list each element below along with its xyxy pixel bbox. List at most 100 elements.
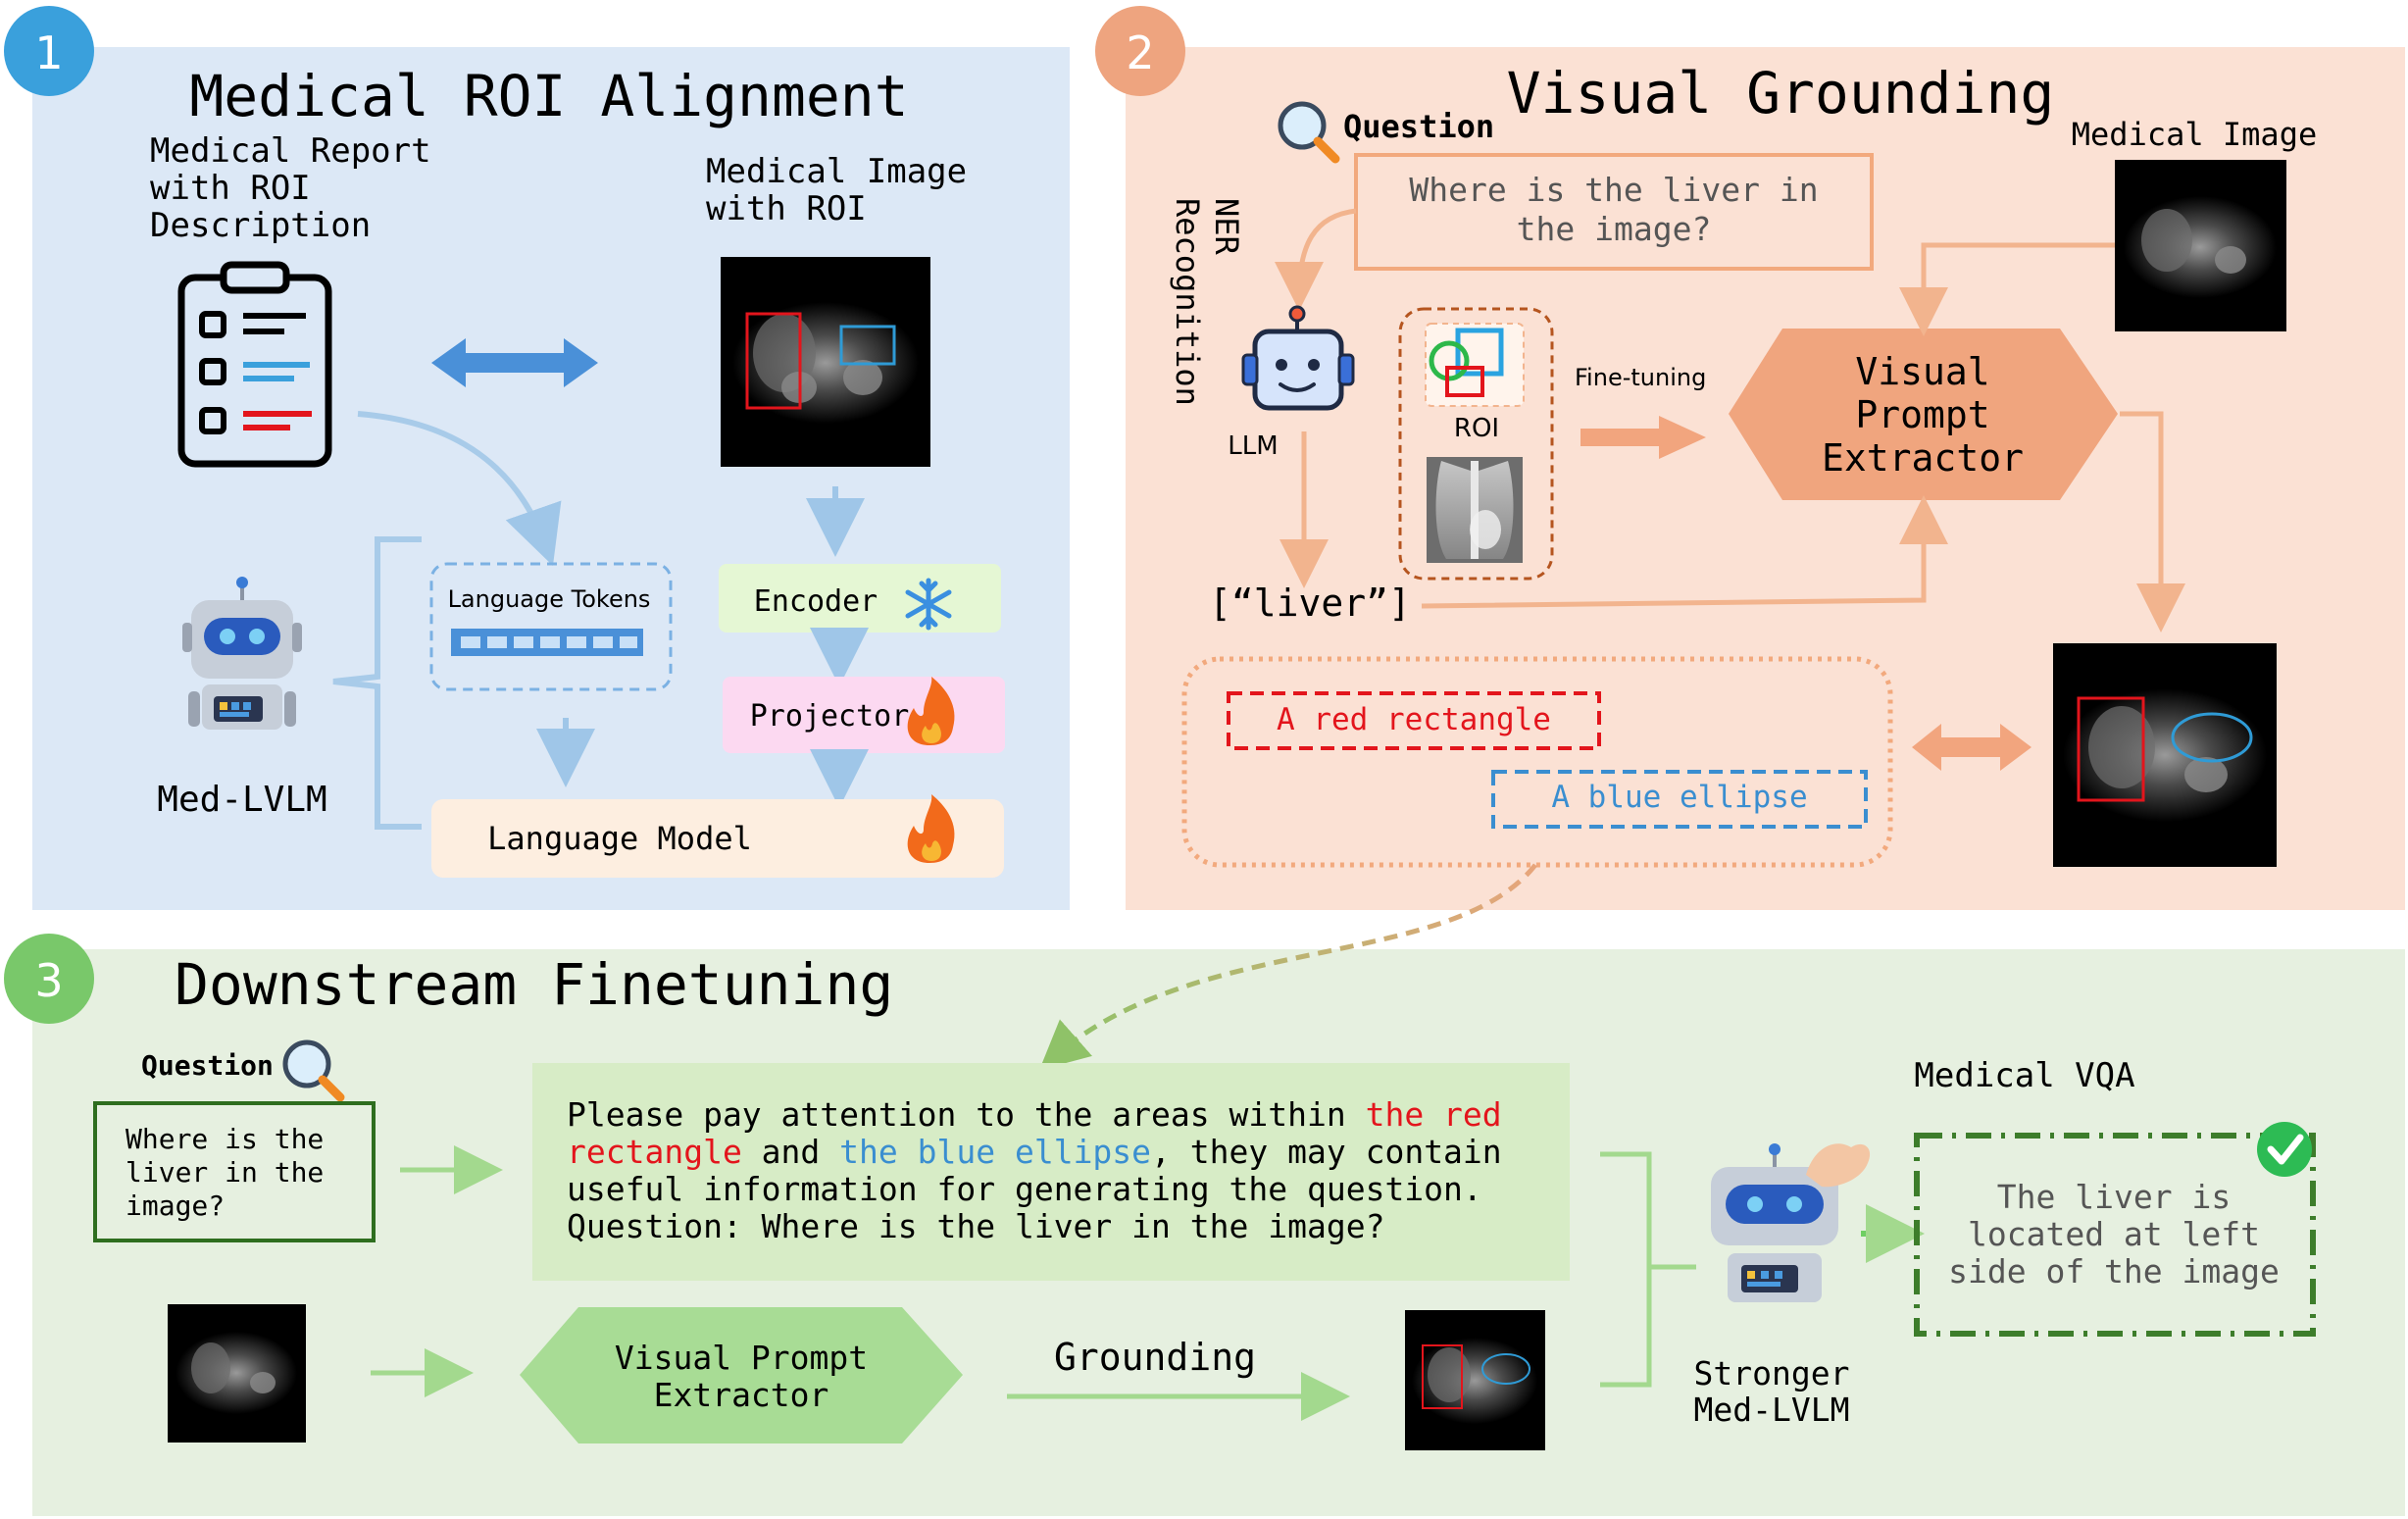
stronger-robot-icon: [1711, 1143, 1871, 1302]
roi-blue-rectangle: [839, 325, 896, 366]
answer-line3: side of the image: [1948, 1252, 2280, 1291]
panel3-question-label: Question: [141, 1049, 274, 1082]
snowflake-icon: [905, 578, 952, 631]
panel3-badge: [4, 934, 94, 1024]
roi-red-rect-icon: [1445, 366, 1484, 397]
vpe-to-output-arrow: [2120, 411, 2185, 633]
instruction-prompt-box: [532, 1063, 1570, 1281]
medical-image-label: Medical Image: [2072, 116, 2317, 153]
image-label-line1: Medical Image: [706, 152, 967, 191]
projector-box: Projector: [723, 677, 1005, 753]
language-model-label: Language Model: [487, 820, 752, 857]
visual-prompt-extractor-hexagon: Visual Prompt Extractor: [1729, 329, 2118, 500]
grounded-medical-image: [2053, 643, 2277, 867]
vpe-line3: Extractor: [1822, 436, 2024, 480]
panel2-question-label: Question: [1343, 108, 1494, 145]
visual-prompt-extractor-hexagon-2: Visual Prompt Extractor: [520, 1307, 963, 1443]
roi-label: ROI: [1454, 414, 1499, 443]
panel3-question-line2: liver in the: [125, 1156, 324, 1189]
panel1-badge-number: 1: [34, 26, 63, 79]
roi-red-rectangle: [745, 312, 802, 410]
entity-to-vpe-arrow: [1421, 495, 1948, 609]
panel3-badge-number: 3: [34, 954, 63, 1007]
image-label-line2: with ROI: [706, 189, 867, 228]
blue-prompt-box: [1491, 770, 1868, 829]
answer-line2: located at left: [1968, 1215, 2260, 1253]
vqa-answer-box: [1914, 1133, 2316, 1337]
stronger-label-line1: Stronger: [1694, 1354, 1850, 1392]
panel3-question-line3: image?: [125, 1190, 225, 1222]
panel2-badge-number: 2: [1126, 26, 1154, 79]
roi-examples-box: ROI: [1398, 307, 1554, 581]
medical-vqa-label: Medical VQA: [1914, 1056, 2134, 1095]
panel2-title: Visual Grounding: [1507, 60, 2055, 127]
robot-icon: [182, 577, 302, 730]
instruction-line2: rectangle and the blue ellipse, they may…: [567, 1133, 1502, 1171]
alignment-double-arrow: [431, 338, 598, 387]
entity-output: [“liver”]: [1209, 582, 1411, 625]
image-to-vpe-arrow: [1899, 242, 2115, 336]
panel3-title: Downstream Finetuning: [175, 951, 893, 1018]
magnifier-icon: [1278, 101, 1340, 164]
language-tokens-box: Language Tokens: [429, 562, 673, 691]
encoder-box: Encoder: [719, 564, 1001, 633]
panel-roi-alignment: 1 Medical ROI Alignment Medical Report w…: [4, 6, 1070, 910]
ner-label-line1: NER: [1208, 198, 1245, 256]
prompts-to-instruction-arrow: [1038, 863, 1537, 1071]
language-model-box: Language Model: [431, 794, 1004, 878]
roi-blue-square-icon: [1455, 328, 1504, 377]
grounded-red-rectangle: [2077, 696, 2145, 802]
instruction-line3: useful information for generating the qu…: [567, 1170, 1482, 1208]
check-icon: [2257, 1122, 2312, 1177]
panel1-badge: [4, 6, 94, 96]
panel3-grounded-image: [1405, 1310, 1545, 1450]
panel2-badge: [1095, 6, 1185, 96]
prompt-image-double-arrow: [1912, 724, 2032, 771]
panel3-question-box: [93, 1101, 376, 1242]
red-prompt-box: [1227, 691, 1601, 750]
question-line1: Where is the liver in: [1409, 171, 1818, 209]
med-lvlm-label: Med-LVLM: [157, 780, 326, 820]
panel3-red-rectangle: [1422, 1344, 1463, 1409]
clipboard-report-icon: [177, 261, 332, 468]
report-label-line3: Description: [150, 206, 371, 245]
panel-downstream-finetuning: 3 Downstream Finetuning Question Where i…: [4, 863, 2405, 1516]
panel3-medical-image: [168, 1304, 306, 1443]
stronger-label-line2: Med-LVLM: [1694, 1391, 1850, 1429]
answer-line1: The liver is: [1997, 1178, 2231, 1216]
encoder-label: Encoder: [754, 584, 878, 619]
chest-xray-image: [1427, 457, 1523, 563]
red-prompt-label: A red rectangle: [1277, 702, 1551, 737]
grounding-label: Grounding: [1054, 1336, 1256, 1379]
vpe2-line2: Extractor: [654, 1376, 829, 1414]
instruction-line4: Question: Where is the liver in the imag…: [567, 1207, 1384, 1245]
blue-prompt-label: A blue ellipse: [1551, 780, 1807, 815]
stronger-brace: [1600, 1151, 1696, 1388]
vpe-line2: Prompt: [1855, 393, 1989, 436]
question-to-llm-arrow: [1275, 208, 1357, 311]
visual-prompts-box: [1181, 656, 1893, 868]
panel3-question-line1: Where is the: [125, 1123, 324, 1155]
panel-visual-grounding: 2 Visual Grounding Question Medical Imag…: [1095, 6, 2405, 910]
panel3-blue-ellipse: [1481, 1353, 1530, 1385]
vpe2-line1: Visual Prompt: [615, 1339, 868, 1377]
fire-icon-lm: [907, 794, 955, 863]
med-lvlm-brace: [332, 536, 422, 830]
report-to-tokens-arrow: [357, 411, 562, 566]
finetuning-label: Fine-tuning: [1575, 364, 1706, 391]
ner-label-line2: Recognition: [1169, 198, 1206, 406]
finetuning-arrow: [1580, 416, 1706, 459]
fire-icon: [907, 677, 955, 745]
medical-image-input: [2115, 160, 2286, 331]
llm-label: LLM: [1228, 431, 1278, 461]
language-tokens-label: Language Tokens: [448, 585, 651, 613]
instruction-line1: Please pay attention to the areas within…: [567, 1095, 1502, 1134]
llm-robot-icon: [1241, 305, 1355, 411]
projector-label: Projector: [750, 699, 910, 734]
ct-image-with-roi: [721, 257, 930, 467]
magnifier-icon-2: [282, 1039, 345, 1102]
question-line2: the image?: [1517, 210, 1712, 248]
vpe-line1: Visual: [1855, 350, 1989, 393]
report-label-line1: Medical Report: [150, 131, 431, 171]
panel1-title: Medical ROI Alignment: [189, 63, 908, 129]
